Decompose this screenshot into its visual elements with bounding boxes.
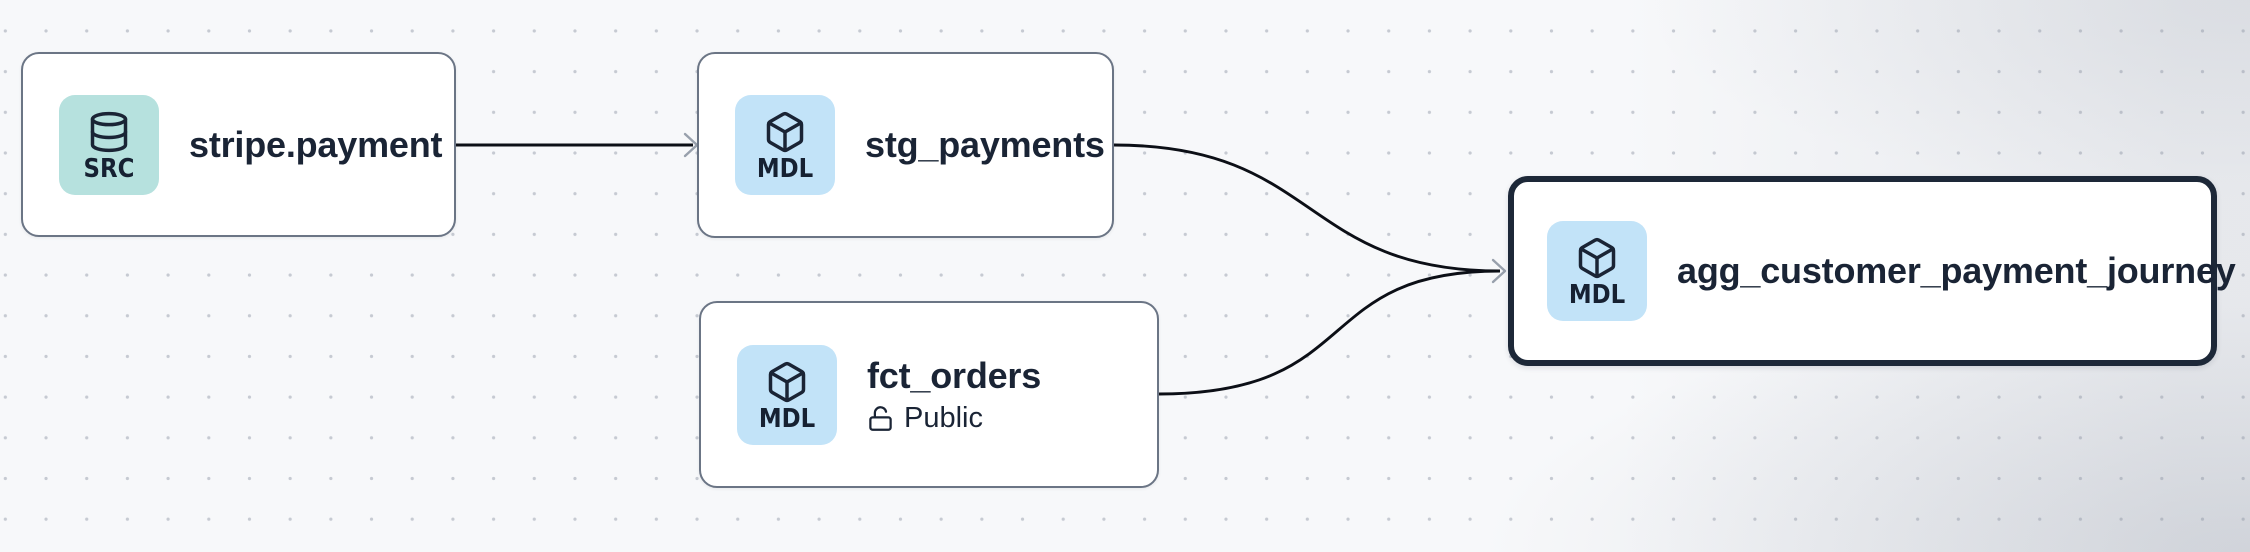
box-icon bbox=[763, 110, 807, 154]
box-icon bbox=[765, 360, 809, 404]
node-title: stripe.payment bbox=[189, 123, 443, 165]
node-title: agg_customer_payment_journey bbox=[1677, 250, 2236, 292]
node-body: stripe.payment bbox=[189, 123, 442, 166]
node-agg-customer-payment-journey[interactable]: MDL agg_customer_payment_journey bbox=[1508, 176, 2236, 366]
node-body: fct_orders Public bbox=[867, 354, 1041, 434]
node-stg-payments[interactable]: MDL stg_payments bbox=[697, 52, 1114, 238]
source-badge: SRC bbox=[59, 94, 159, 195]
node-body: agg_customer_payment_journey bbox=[1677, 249, 2236, 292]
box-icon bbox=[1575, 236, 1619, 280]
access-row: Public bbox=[867, 401, 1041, 435]
node-title: stg_payments bbox=[865, 124, 1105, 166]
badge-label: MDL bbox=[1568, 280, 1626, 311]
edge-stg-to-agg[interactable] bbox=[1113, 143, 1501, 273]
model-badge: MDL bbox=[735, 95, 835, 195]
access-label: Public bbox=[904, 401, 983, 434]
node-body: stg_payments bbox=[865, 123, 1105, 166]
node-title: fct_orders bbox=[867, 355, 1042, 397]
database-icon bbox=[87, 110, 131, 154]
badge-label: MDL bbox=[758, 403, 816, 434]
edge-fct-to-agg[interactable] bbox=[1158, 269, 1501, 396]
lock-open-icon bbox=[867, 405, 894, 432]
model-badge: MDL bbox=[1547, 221, 1647, 321]
badge-label: SRC bbox=[83, 153, 135, 184]
node-fct-orders[interactable]: MDL fct_orders Public bbox=[699, 301, 1159, 488]
arrowhead-into-agg-icon bbox=[1491, 258, 1507, 284]
model-badge: MDL bbox=[737, 344, 837, 445]
badge-label: MDL bbox=[756, 154, 814, 185]
node-stripe-payment[interactable]: SRC stripe.payment bbox=[21, 52, 456, 237]
